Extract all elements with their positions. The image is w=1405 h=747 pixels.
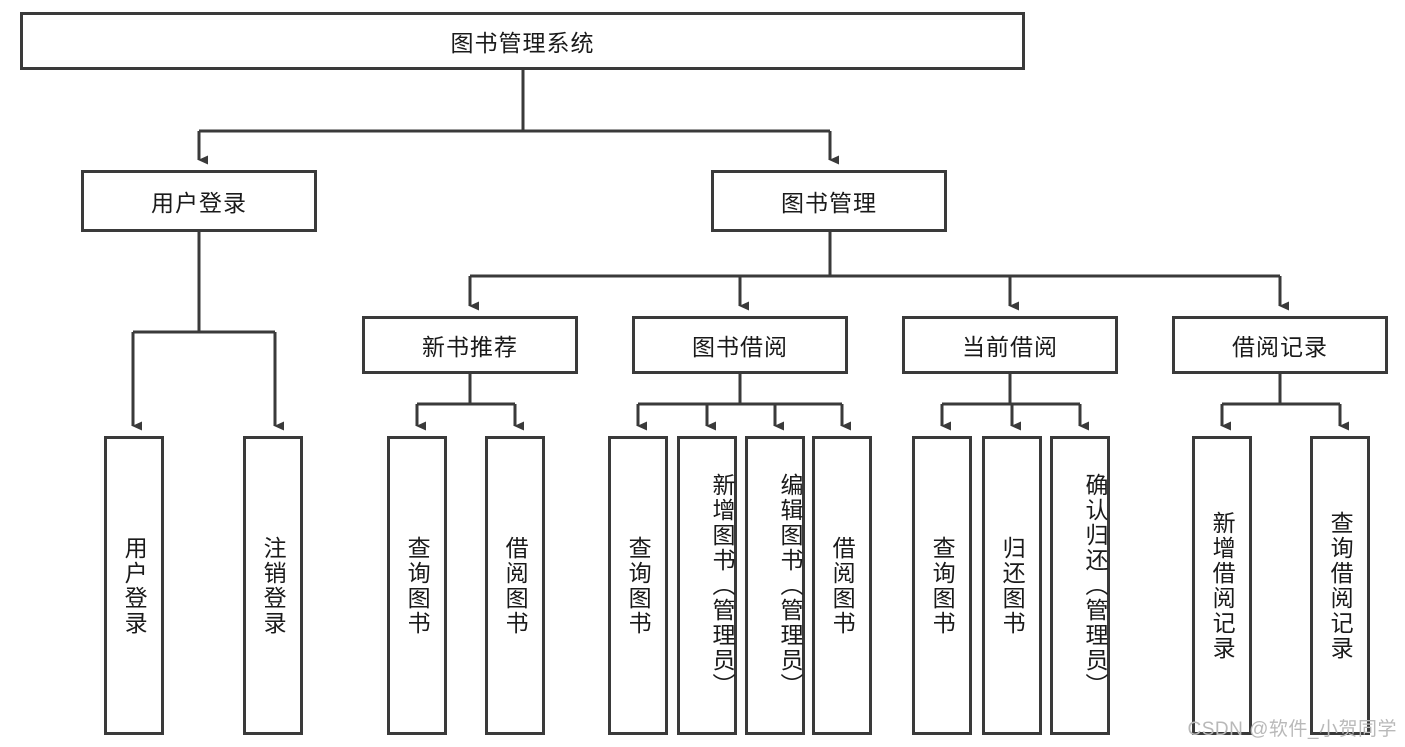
node-leaf-add-record-label: 新增借阅记录 xyxy=(1209,510,1236,661)
node-book-borrow-label: 图书借阅 xyxy=(692,334,788,360)
node-user-login-label: 用户登录 xyxy=(151,190,247,216)
node-borrow-record[interactable]: 借阅记录 xyxy=(1172,316,1388,374)
node-user-login[interactable]: 用户登录 xyxy=(81,170,317,232)
node-leaf-query-book-2[interactable]: 查询图书 xyxy=(608,436,668,735)
node-leaf-borrow-book-1-label: 借阅图书 xyxy=(502,535,529,636)
node-leaf-return-book-label: 归还图书 xyxy=(999,535,1026,636)
node-root-label: 图书管理系统 xyxy=(450,30,595,56)
node-new-book-recommend-label: 新书推荐 xyxy=(422,334,518,360)
node-leaf-query-book-2-label: 查询图书 xyxy=(625,535,652,636)
node-book-borrow[interactable]: 图书借阅 xyxy=(632,316,848,374)
node-leaf-add-book[interactable]: 新增图书（管理员） xyxy=(677,436,737,735)
node-leaf-query-record-label: 查询借阅记录 xyxy=(1327,510,1354,661)
node-new-book-recommend[interactable]: 新书推荐 xyxy=(362,316,578,374)
node-borrow-record-label: 借阅记录 xyxy=(1232,334,1328,360)
node-leaf-query-book-3[interactable]: 查询图书 xyxy=(912,436,972,735)
node-leaf-query-record[interactable]: 查询借阅记录 xyxy=(1310,436,1370,735)
node-root[interactable]: 图书管理系统 xyxy=(20,12,1025,70)
node-leaf-edit-book-label: 编辑图书（管理员） xyxy=(777,473,803,698)
node-leaf-edit-book[interactable]: 编辑图书（管理员） xyxy=(745,436,805,735)
node-leaf-add-book-label: 新增图书（管理员） xyxy=(709,473,735,698)
node-book-management-label: 图书管理 xyxy=(781,190,877,216)
node-leaf-query-book-1-label: 查询图书 xyxy=(404,535,431,636)
node-leaf-user-login-label: 用户登录 xyxy=(121,535,148,636)
node-leaf-query-book-3-label: 查询图书 xyxy=(929,535,956,636)
node-leaf-borrow-book-1[interactable]: 借阅图书 xyxy=(485,436,545,735)
node-leaf-logout-login-label: 注销登录 xyxy=(260,535,287,636)
node-leaf-return-book[interactable]: 归还图书 xyxy=(982,436,1042,735)
node-book-management[interactable]: 图书管理 xyxy=(711,170,947,232)
node-current-borrow[interactable]: 当前借阅 xyxy=(902,316,1118,374)
node-leaf-query-book-1[interactable]: 查询图书 xyxy=(387,436,447,735)
watermark: CSDN @软件_小贺同学 xyxy=(1187,719,1397,740)
node-leaf-confirm-return-label: 确认归还（管理员） xyxy=(1082,473,1108,698)
node-leaf-borrow-book-2[interactable]: 借阅图书 xyxy=(812,436,872,735)
node-leaf-add-record[interactable]: 新增借阅记录 xyxy=(1192,436,1252,735)
node-leaf-borrow-book-2-label: 借阅图书 xyxy=(829,535,856,636)
node-current-borrow-label: 当前借阅 xyxy=(962,334,1058,360)
node-leaf-confirm-return[interactable]: 确认归还（管理员） xyxy=(1050,436,1110,735)
node-leaf-logout-login[interactable]: 注销登录 xyxy=(243,436,303,735)
node-leaf-user-login[interactable]: 用户登录 xyxy=(104,436,164,735)
